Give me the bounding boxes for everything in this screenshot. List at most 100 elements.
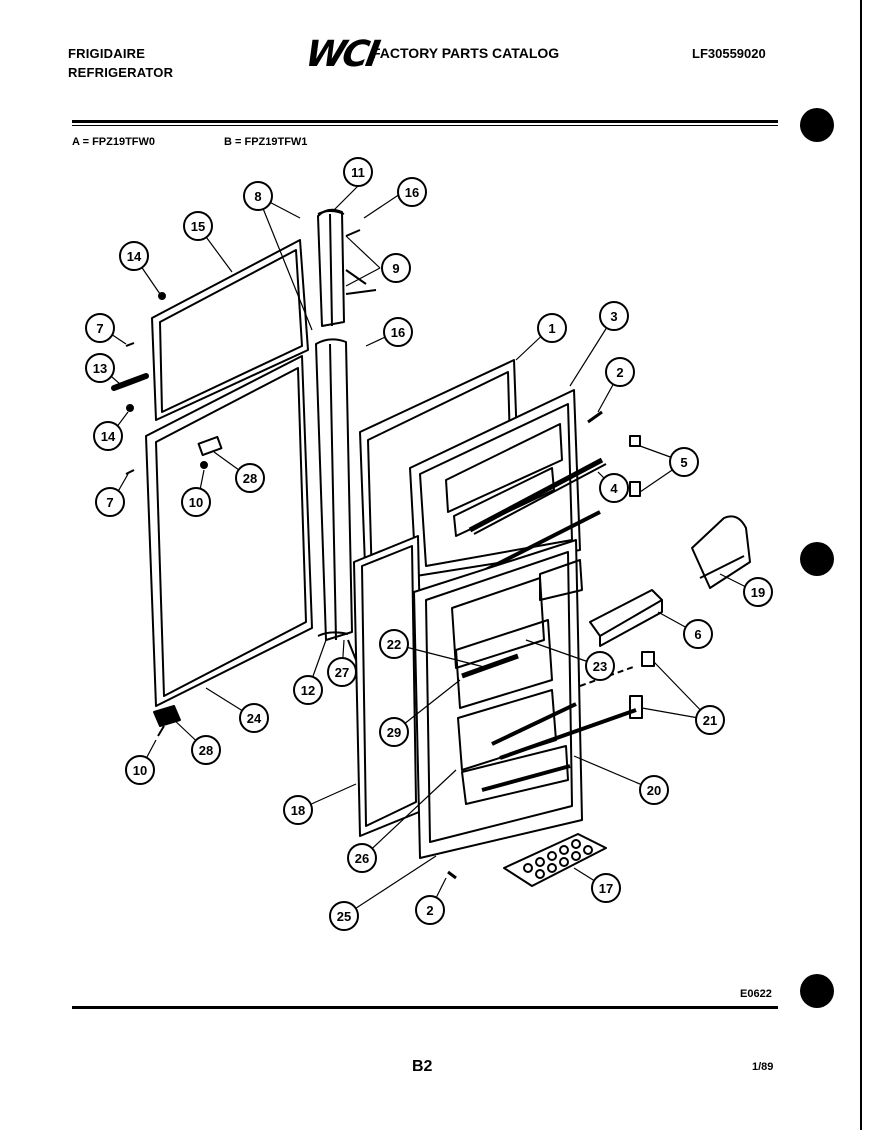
callout-14: 14 [119, 241, 149, 271]
callout-label: 15 [191, 219, 205, 234]
callout-label: 7 [106, 495, 113, 510]
callout-label: 17 [599, 881, 613, 896]
callout-13: 13 [85, 353, 115, 383]
upper-trim-column [317, 208, 345, 327]
callout-label: 27 [335, 665, 349, 680]
callout-7: 7 [85, 313, 115, 343]
brand-name: FRIGIDAIRE [68, 46, 146, 61]
callout-26: 26 [347, 843, 377, 873]
callout-label: 2 [616, 365, 623, 380]
handle-13 [111, 373, 149, 391]
page-edge-line [860, 0, 862, 1130]
freezer-door-outer [151, 239, 309, 421]
callout-19: 19 [743, 577, 773, 607]
callout-14: 14 [93, 421, 123, 451]
callout-9: 9 [381, 253, 411, 283]
callout-label: 1 [548, 321, 555, 336]
callout-2: 2 [415, 895, 445, 925]
callout-24: 24 [239, 703, 269, 733]
callout-27: 27 [327, 657, 357, 687]
clip-5-a [629, 435, 641, 447]
callout-label: 12 [301, 683, 315, 698]
clip-5-b [629, 481, 641, 497]
model-b: B = FPZ19TFW1 [224, 136, 308, 148]
callout-label: 29 [387, 725, 401, 740]
callout-28: 28 [235, 463, 265, 493]
page-date: 1/89 [752, 1061, 774, 1073]
screw-2-top [587, 410, 603, 424]
hinge-bottom-left [153, 705, 181, 727]
shelf-bar-4 [468, 457, 604, 533]
callout-25: 25 [329, 901, 359, 931]
bracket-21-b [629, 695, 643, 719]
shelf-bin-6 [589, 589, 663, 647]
callout-4: 4 [599, 473, 629, 503]
callout-label: 10 [133, 763, 147, 778]
callout-label: 9 [392, 261, 399, 276]
callout-label: 23 [593, 659, 607, 674]
callout-10: 10 [181, 487, 211, 517]
callout-label: 24 [247, 711, 262, 726]
callout-17: 17 [591, 873, 621, 903]
callout-29: 29 [379, 717, 409, 747]
callout-5: 5 [669, 447, 699, 477]
callout-15: 15 [183, 211, 213, 241]
callout-layer: 1223456778910101112131414151616171819202… [85, 157, 773, 931]
catalog-number: LF30559020 [692, 46, 766, 61]
page-number: B2 [412, 1058, 433, 1075]
bracket-21-a [641, 651, 655, 667]
callout-label: 3 [610, 309, 617, 324]
callout-label: 4 [610, 481, 618, 496]
butter-dish-19 [691, 515, 751, 589]
callout-16: 16 [397, 177, 427, 207]
fresh-food-door-outer [145, 355, 313, 707]
callout-label: 7 [96, 321, 103, 336]
binder-hole-middle [800, 542, 834, 576]
callout-label: 16 [405, 185, 419, 200]
callout-label: 16 [391, 325, 405, 340]
screw-2-bottom [447, 870, 457, 880]
callout-8: 8 [243, 181, 273, 211]
callout-28: 28 [191, 735, 221, 765]
hinge-top-left [197, 435, 223, 457]
callout-23: 23 [585, 651, 615, 681]
callout-label: 6 [694, 627, 701, 642]
callout-11: 11 [343, 157, 373, 187]
callout-label: 2 [426, 903, 433, 918]
callout-label: 11 [351, 165, 365, 180]
callout-1: 1 [537, 313, 567, 343]
callout-label: 28 [199, 743, 213, 758]
callout-label: 10 [189, 495, 203, 510]
callout-16: 16 [383, 317, 413, 347]
header-rule-thin [72, 125, 778, 126]
egg-tray-17 [503, 833, 607, 887]
header-rule-thick [72, 120, 778, 123]
lower-trim-column [315, 338, 353, 641]
catalog-title: FACTORY PARTS CATALOG [372, 45, 560, 61]
figure-code: E0622 [740, 988, 772, 1000]
callout-label: 14 [101, 429, 116, 444]
callout-label: 18 [291, 803, 305, 818]
callout-label: 22 [387, 637, 401, 652]
callout-label: 20 [647, 783, 661, 798]
callout-label: 25 [337, 909, 351, 924]
callout-3: 3 [599, 301, 629, 331]
product-type: REFRIGERATOR [68, 65, 174, 80]
callout-21: 21 [695, 705, 725, 735]
model-a: A = FPZ19TFW0 [72, 136, 156, 148]
footer-rule [72, 1006, 778, 1009]
callout-20: 20 [639, 775, 669, 805]
callout-label: 19 [751, 585, 765, 600]
callout-12: 12 [293, 675, 323, 705]
binder-hole-bottom [800, 974, 834, 1008]
callout-7: 7 [95, 487, 125, 517]
callout-22: 22 [379, 629, 409, 659]
freezer-liner [409, 389, 581, 577]
callout-2: 2 [605, 357, 635, 387]
callout-label: 28 [243, 471, 257, 486]
callout-6: 6 [683, 619, 713, 649]
callout-label: 21 [703, 713, 717, 728]
callout-label: 26 [355, 851, 369, 866]
callout-label: 13 [93, 361, 107, 376]
